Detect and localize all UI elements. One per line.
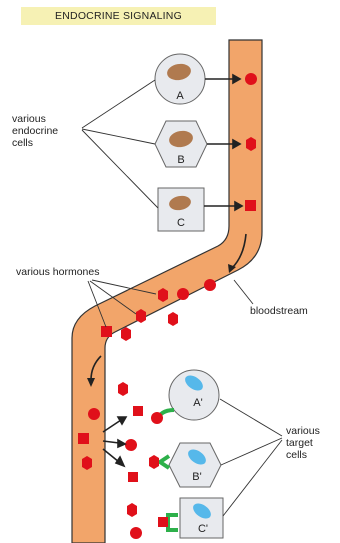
- bound-hormone-hexagon: [149, 455, 159, 469]
- hormone-hexagon: [121, 327, 131, 341]
- bloodstream-label: bloodstream: [250, 305, 308, 317]
- hormone-square: [101, 326, 112, 337]
- hormone-hexagon: [82, 456, 92, 470]
- hormone-hexagon: [158, 288, 168, 302]
- leader-line: [82, 130, 158, 208]
- bound-hormone-square: [158, 517, 168, 527]
- hormone-square: [133, 406, 143, 416]
- target-c-label: C': [198, 523, 208, 535]
- leader-line: [234, 280, 253, 304]
- hormone-square: [78, 433, 89, 444]
- receptor-b: [160, 456, 169, 468]
- bound-hormone-circle: [151, 412, 163, 424]
- exit-arrowhead: [118, 417, 126, 424]
- hormone-circle: [177, 288, 189, 300]
- endocrine-cell-a: A: [155, 54, 205, 104]
- hormone-hexagon: [127, 503, 137, 517]
- hormone-circle: [125, 439, 137, 451]
- cell-a-label: A: [176, 90, 184, 102]
- hormone-hexagon: [168, 312, 178, 326]
- target-b-label: B': [192, 471, 201, 483]
- hormone-circle: [245, 73, 257, 85]
- hormone-hexagon: [136, 309, 146, 323]
- hormone-circle: [130, 527, 142, 539]
- endocrine-cells-label: various endocrine cells: [12, 113, 58, 149]
- target-a-label: A': [193, 397, 202, 409]
- hormone-hexagon: [246, 137, 256, 151]
- target-cell-c: C': [180, 498, 223, 538]
- receptor-c: [168, 515, 178, 530]
- leader-line: [220, 399, 282, 436]
- hormone-circle: [204, 279, 216, 291]
- exit-arrowhead: [118, 440, 125, 447]
- endocrine-cell-b: B: [155, 121, 207, 167]
- target-cell-b: B': [169, 443, 221, 487]
- endocrine-cell-c: C: [158, 188, 204, 231]
- hormone-hexagon: [118, 382, 128, 396]
- cell-c-label: C: [177, 217, 185, 229]
- exit-arrowhead: [116, 457, 124, 466]
- hormone-square: [245, 200, 256, 211]
- leader-line: [82, 80, 155, 128]
- hormone-circle: [88, 408, 100, 420]
- exit-arrow: [103, 420, 121, 432]
- hormones-label: various hormones: [16, 266, 99, 278]
- hormone-square: [128, 472, 138, 482]
- target-cell-a: A': [169, 370, 219, 420]
- cell-b-label: B: [177, 154, 184, 166]
- target-cells-label: various target cells: [286, 425, 320, 461]
